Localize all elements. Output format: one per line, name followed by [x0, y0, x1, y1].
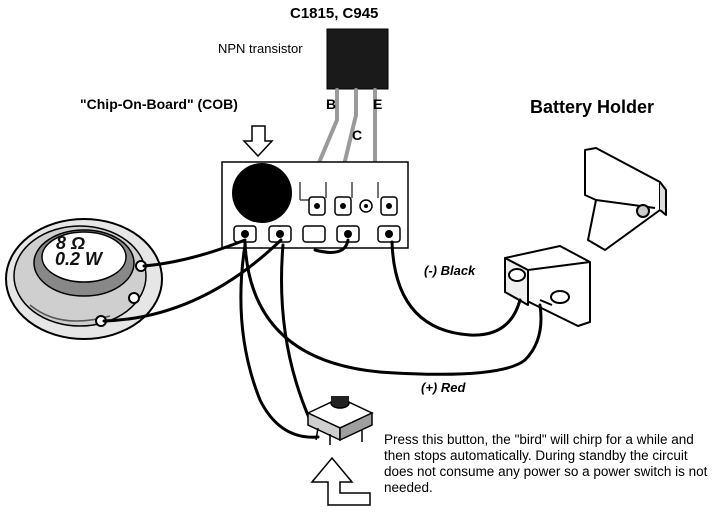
cob-pointer-arrow: [242, 125, 274, 158]
button-note: Press this button, the "bird" will chirp…: [384, 432, 708, 495]
battery-holder: [504, 147, 667, 327]
speaker-power: 0.2 W: [55, 249, 103, 269]
transistor-pin-b: B: [326, 96, 337, 112]
cob-label: "Chip-On-Board" (COB): [80, 96, 238, 112]
transistor-body: [326, 28, 389, 90]
button-pointer-arrow: [310, 456, 371, 506]
red-wire-label: (+) Red: [421, 380, 466, 395]
cob-board: [221, 161, 409, 249]
speaker-impedance: 8 Ω: [56, 233, 86, 253]
transistor-pin-c: C: [352, 127, 363, 143]
transistor-part-numbers: C1815, C945: [290, 5, 379, 22]
speaker: [5, 218, 163, 340]
transistor-pin-e: E: [373, 96, 383, 112]
battery-holder-label: Battery Holder: [530, 97, 655, 117]
black-wire-label: (-) Black: [424, 263, 476, 278]
push-button: [306, 396, 374, 445]
transistor-type-label: NPN transistor: [218, 41, 303, 56]
